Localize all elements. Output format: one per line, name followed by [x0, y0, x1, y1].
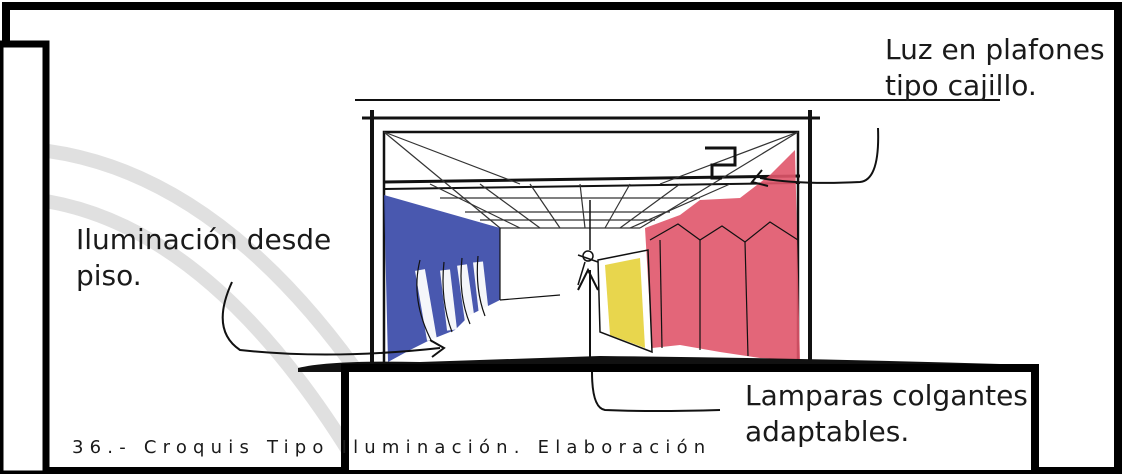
label-ceiling-light: Luz en plafones tipo cajillo. — [885, 32, 1105, 104]
label-floor-line1: Iluminación desde — [76, 223, 332, 256]
red-panels — [645, 150, 800, 360]
leader-floor — [221, 281, 441, 356]
figure-caption: 36.- Croquis Tipo Iluminación. Elaboraci… — [72, 437, 712, 458]
leader-ceiling — [759, 127, 880, 184]
label-lamps-line2: adaptables. — [745, 415, 910, 448]
frame-left — [0, 40, 50, 474]
label-floor-light: Iluminación desde piso. — [76, 222, 331, 294]
label-ceiling-line2: tipo cajillo. — [885, 69, 1037, 102]
yellow-panel — [605, 258, 645, 348]
label-floor-line2: piso. — [76, 259, 142, 292]
room-sketch — [298, 99, 1000, 372]
frame-bottom-box — [341, 364, 1039, 474]
label-ceiling-line1: Luz en plafones — [885, 33, 1105, 66]
label-lamps-line1: Lamparas colgantes — [745, 379, 1028, 412]
label-hanging-lamps: Lamparas colgantes adaptables. — [745, 378, 1028, 450]
